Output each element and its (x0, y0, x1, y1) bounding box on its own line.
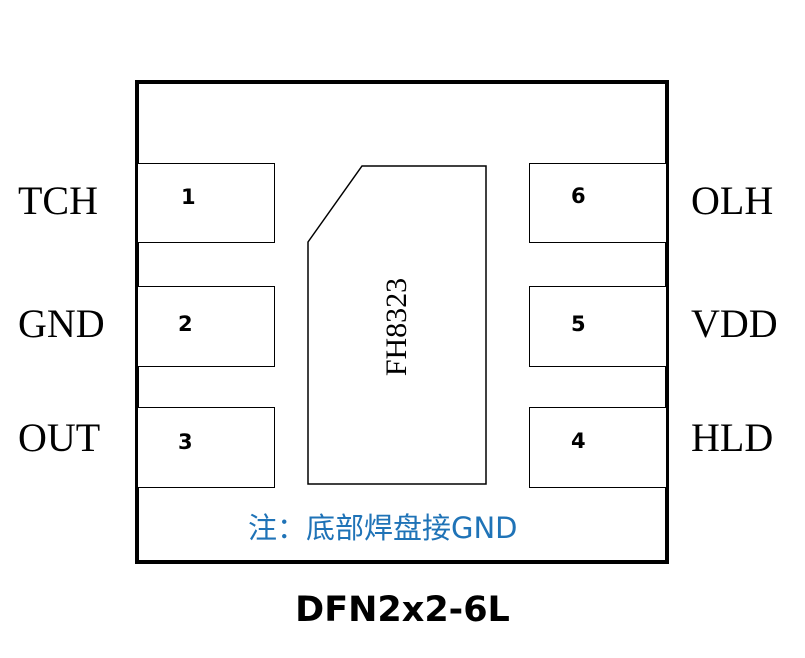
pin-6-label: OLH (691, 178, 774, 223)
exposed-pad-shape (307, 165, 487, 485)
pad-3 (137, 407, 275, 488)
pin-1-number: 1 (181, 185, 196, 209)
pin-1-label: TCH (18, 178, 98, 223)
pin-4-number: 4 (571, 429, 586, 453)
pad-4 (529, 407, 667, 488)
pin-5-number: 5 (571, 312, 586, 336)
pin-3-label: OUT (18, 415, 101, 460)
bottom-pad-note: 注：底部焊盘接GND (248, 511, 518, 545)
pin-2-label: GND (18, 301, 105, 346)
pad-5 (529, 286, 667, 367)
pin-4-label: HLD (691, 415, 774, 460)
chip-marking: FH8323 (380, 277, 413, 377)
pad-1 (137, 163, 275, 243)
pin-5-label: VDD (691, 301, 778, 346)
pad-2 (137, 286, 275, 367)
pin-6-number: 6 (571, 184, 586, 208)
pad-6 (529, 163, 667, 243)
pin-2-number: 2 (178, 312, 193, 336)
package-name: DFN2x2-6L (295, 590, 510, 630)
pin-3-number: 3 (178, 430, 193, 454)
